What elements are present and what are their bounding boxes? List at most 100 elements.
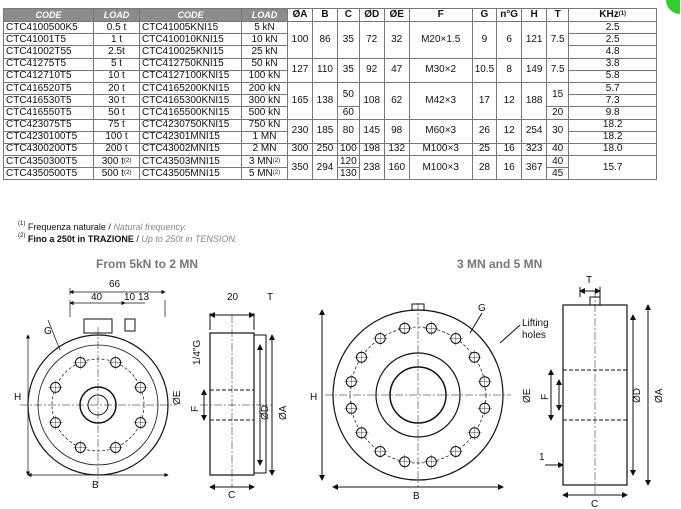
left-bolt-holes — [48, 355, 148, 455]
dim-e-cell: 62 — [383, 81, 410, 120]
dim-g-cell: 28 — [471, 155, 498, 181]
dim-t-cell: 30 — [546, 118, 570, 144]
header-dim-h: H — [521, 8, 548, 22]
right-bolt-holes — [344, 321, 492, 469]
dim-d-cell: 198 — [358, 142, 385, 157]
dim-a-cell: 230 — [287, 118, 313, 144]
load-value: 1 MN — [252, 131, 277, 143]
dim-b-cell: 185 — [312, 118, 338, 144]
load-value: 50 kN — [251, 58, 278, 70]
header-dim-c: C — [337, 8, 360, 22]
dim-ng-cell: 8 — [496, 57, 523, 83]
code-cell: CTC41001T5 — [3, 33, 94, 47]
dim-ng-cell: 12 — [496, 81, 523, 120]
load-value: 20 t — [108, 82, 125, 94]
load-value: 10 t — [108, 70, 125, 82]
dim-t-cell: 15 — [546, 81, 570, 108]
footnote-2: (2) Fino a 250t in TRAZIONE / Up to 250t… — [18, 233, 238, 244]
dim-f-cell: M60×3 — [408, 118, 473, 144]
dim-40: 40 — [91, 292, 103, 303]
khz-cell: 4.8 — [568, 45, 658, 59]
right-label-f: F — [540, 394, 551, 400]
header-code-2: CODE — [139, 8, 242, 22]
dim-a-cell: 350 — [287, 155, 313, 181]
header-load-2: LOAD — [241, 8, 288, 22]
header-dim-e: ØE — [383, 8, 410, 22]
load-cell: 2 MN — [241, 142, 288, 157]
dim-c-cell: 50 — [337, 81, 360, 108]
dim-t-cell: 40 — [546, 155, 570, 169]
load-cell: 100 kN — [241, 69, 288, 83]
dim-h-cell: 367 — [521, 155, 548, 181]
load-cell: 20 t — [93, 81, 140, 96]
dim-ng-cell: 16 — [496, 155, 523, 181]
load-cell: 75 t — [93, 118, 140, 132]
header-dim-a: ØA — [287, 8, 313, 22]
dim-t-cell: 7.5 — [546, 21, 570, 59]
right-panel-title: 3 MN and 5 MN — [457, 257, 543, 271]
left-label-c: C — [228, 490, 235, 501]
lifting-label-1: Lifting — [522, 318, 549, 329]
dim-g-cell: 10.5 — [471, 57, 498, 83]
load-cell: 5 kN — [241, 20, 288, 35]
load-value: 100 kN — [248, 70, 281, 82]
header-khz: KHz(1) — [568, 8, 658, 22]
corner-mark — [666, 0, 680, 14]
code-cell: CTC416520T5 — [3, 81, 94, 96]
dim-g-cell: 26 — [471, 118, 498, 144]
header-load-1: LOAD — [93, 8, 140, 22]
load-value: 300 t — [101, 155, 124, 167]
code-cell: CTC410025KNI15 — [139, 45, 242, 59]
load-value: 300 kN — [248, 94, 281, 106]
load-cell: 1 MN — [241, 130, 288, 144]
dim-d-cell: 145 — [358, 118, 385, 144]
left-label-h: H — [14, 392, 21, 403]
load-cell: 2.5t — [93, 45, 140, 59]
right-label-b: B — [413, 491, 420, 502]
load-value: 500 kN — [248, 106, 281, 118]
header-dim-t: T — [546, 8, 570, 22]
dim-ng-cell: 16 — [496, 142, 523, 157]
dim-ng-cell: 6 — [496, 21, 523, 59]
dim-g-cell: 25 — [471, 142, 498, 157]
left-side-view — [200, 312, 275, 490]
dim-d-cell: 92 — [358, 57, 385, 83]
code-cell: CTC4165200KNI15 — [139, 81, 242, 96]
dim-t-cell: 7.5 — [546, 57, 570, 83]
left-label-e: ØE — [172, 390, 183, 405]
right-label-t: T — [586, 275, 592, 286]
left-front-dims — [25, 288, 169, 478]
lifting-label-2: holes — [522, 330, 546, 341]
dim-c-cell: 35 — [337, 21, 360, 59]
code-cell: CTC423075T5 — [3, 118, 94, 132]
load-value: 5 t — [110, 58, 123, 70]
code-cell: CTC43503MNI15 — [139, 155, 242, 169]
header-code-1: CODE — [3, 8, 94, 22]
dim-c-cell: 80 — [337, 118, 360, 144]
load-cell: 300 kN — [241, 94, 288, 108]
code-cell: CTC42301MNI15 — [139, 130, 242, 144]
code-cell: CTC4230750KNI15 — [139, 118, 242, 132]
load-footnote-mark: (2) — [123, 169, 132, 176]
code-cell: CTC410010KNI15 — [139, 33, 242, 47]
code-cell: CTC43002MNI15 — [139, 142, 242, 157]
code-cell: CTC4230100T5 — [3, 130, 94, 144]
dim-c-cell: 120 — [337, 155, 360, 169]
load-value: 750 kN — [248, 119, 281, 131]
left-label-t: T — [267, 292, 273, 303]
load-footnote-mark: (2) — [123, 157, 132, 164]
load-cell: 300 t(2) — [93, 155, 140, 169]
left-panel-title: From 5kN to 2 MN — [96, 257, 199, 271]
load-cell: 500 t(2) — [93, 167, 140, 181]
dim-a-cell: 127 — [287, 57, 313, 83]
load-value: 75 t — [108, 119, 125, 131]
right-front-view — [319, 303, 521, 490]
dim-e-cell: 160 — [383, 155, 410, 181]
load-cell: 25 kN — [241, 45, 288, 59]
load-cell: 500 kN — [241, 106, 288, 120]
